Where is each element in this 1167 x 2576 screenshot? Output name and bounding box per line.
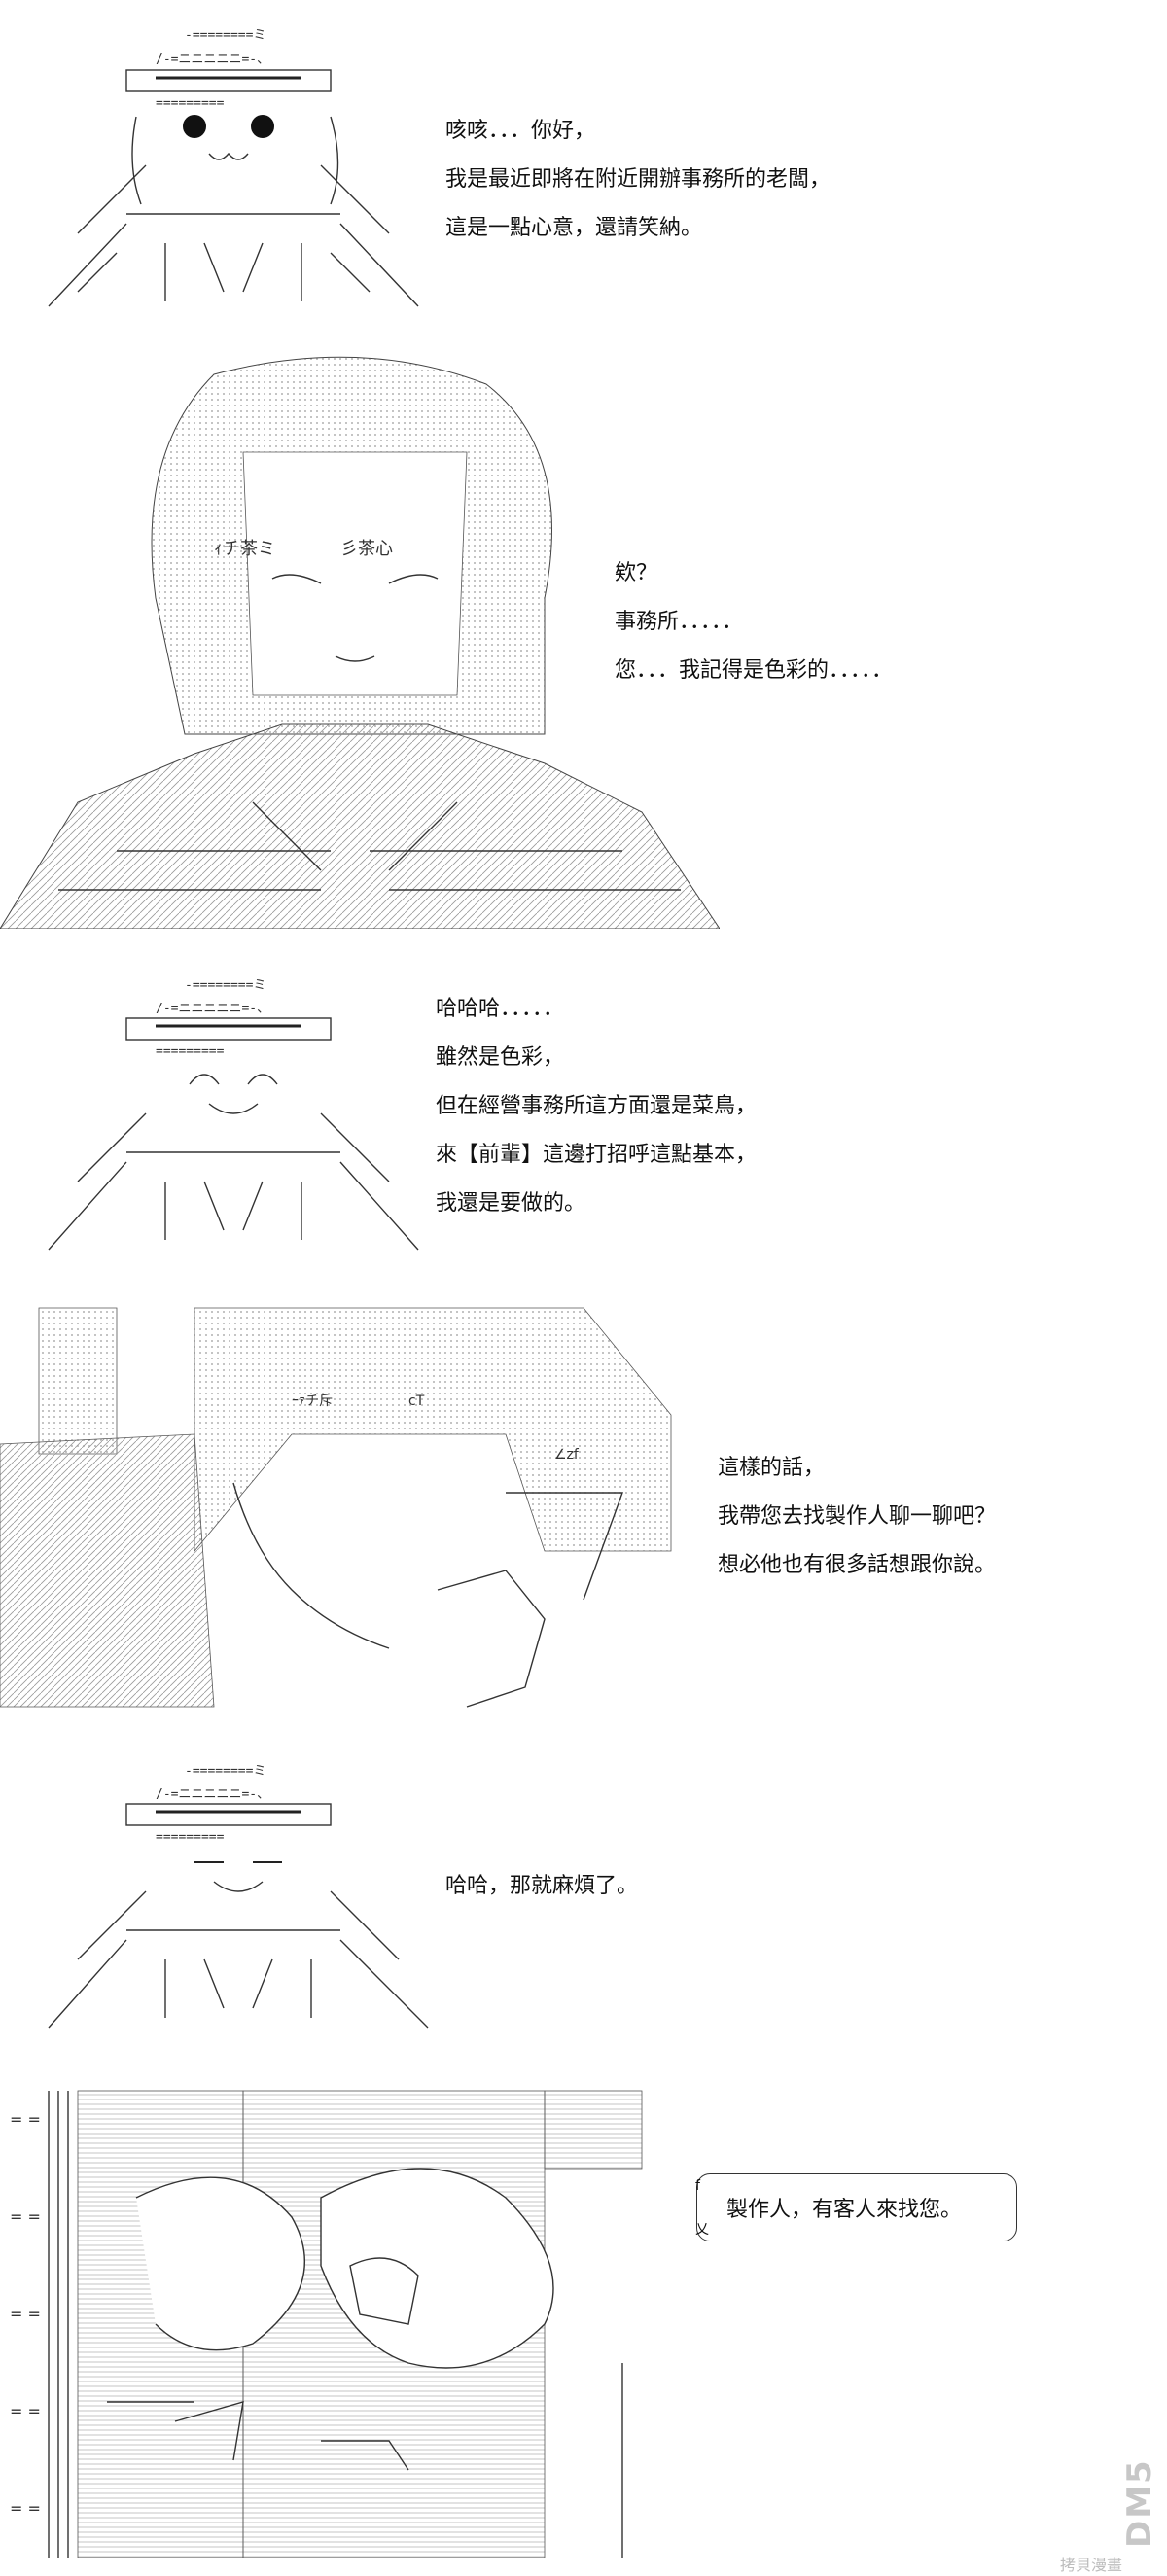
svg-text:= =: = =	[10, 2305, 41, 2323]
svg-text:= =: = =	[10, 2110, 41, 2129]
bubble-corner-x: 乂	[695, 2222, 709, 2238]
svg-text:=========: =========	[156, 1830, 225, 1845]
dialog-line: 我帶您去找製作人聊一聊吧？	[718, 1504, 997, 1529]
panel-5: -========ミ /-=ニニニニニ=-、 ========= 哈哈，那就麻煩…	[0, 1750, 1167, 2042]
svg-text:= =: = =	[10, 2402, 41, 2420]
speech-bubble: f 乂 製作人，有客人來找您。	[695, 2173, 1017, 2241]
dialog-line: 來【前輩】這邊打招呼這點基本，	[436, 1143, 758, 1167]
svg-text:-========ミ: -========ミ	[185, 978, 265, 993]
svg-text:cT: cT	[408, 1394, 425, 1409]
svg-text:= =: = =	[10, 2207, 41, 2226]
ascii-art-door-scene: = = = = = = = = = =	[0, 2071, 661, 2567]
ascii-art-hat-character-laughing: -========ミ /-=ニニニニニ=-、 =========	[39, 968, 428, 1259]
dialog-line: 這是一點心意，還請笑納。	[445, 216, 703, 240]
dialog-line: 製作人，有客人來找您。	[726, 2198, 963, 2222]
panel-3: -========ミ /-=ニニニニニ=-、 ========= 哈哈哈．．．．…	[0, 958, 1167, 1269]
watermark: DM5	[1116, 2402, 1165, 2567]
ascii-art-hat-character-smiling: -========ミ /-=ニニニニニ=-、 =========	[39, 1755, 447, 2037]
dialog-line: 但在經營事務所這方面還是菜鳥，	[436, 1094, 758, 1118]
dialog-line: 咳咳．．．你好，	[445, 119, 596, 143]
aa-hat-top: -========ミ	[185, 28, 265, 43]
svg-text:/-=ニニニニニ=-、: /-=ニニニニニ=-、	[156, 1002, 269, 1016]
dialog-line: 欸？	[615, 561, 658, 585]
panel-6: = = = = = = = = = = f 乂 製作人，有客人來找您。	[0, 2071, 1167, 2576]
dialog-panel-2: 欸？ 事務所．．．．． 您．．．我記得是色彩的．．．．．	[615, 549, 893, 695]
svg-text:= =: = =	[10, 2499, 41, 2518]
ascii-art-girl: ｨチ茶ミ 彡茶心	[0, 345, 720, 929]
dialog-panel-3: 哈哈哈．．．．． 雖然是色彩， 但在經營事務所這方面還是菜鳥， 來【前輩】這邊打…	[436, 985, 757, 1228]
dialog-line: 這樣的話，	[718, 1456, 826, 1480]
dialog-line: 哈哈哈．．．．．	[436, 997, 565, 1021]
bubble-corner-f: f	[695, 2178, 700, 2194]
panel-2: ｨチ茶ミ 彡茶心 欸？ 事務所．．．．． 您．．．我記得是色彩的．．．．．	[0, 335, 1167, 938]
dialog-line: 想必他也有很多話想跟你說。	[718, 1553, 997, 1577]
svg-text:/-=ニニニニニ=-、: /-=ニニニニニ=-、	[156, 1787, 269, 1802]
dialog-line: 事務所．．．．．	[615, 610, 744, 634]
svg-text:=========: =========	[156, 1044, 225, 1059]
svg-text:∠zf: ∠zf	[554, 1447, 580, 1463]
watermark-logo: DM5	[1120, 2458, 1159, 2548]
aa-label-cha: ｨチ茶ミ	[214, 539, 275, 559]
panel-1: -========ミ /-=ニニニニニ=-、 ========= 咳咳．．．你好…	[0, 0, 1167, 321]
svg-text:-========ミ: -========ミ	[185, 1764, 265, 1779]
ascii-art-girl-pointing: ｰｧチ斥 cT ∠zf	[0, 1298, 681, 1716]
dialog-line: 您．．．我記得是色彩的．．．．．	[615, 658, 894, 683]
ascii-art-hat-character: -========ミ /-=ニニニニニ=-、 =========	[19, 10, 428, 311]
svg-text:=========: =========	[156, 96, 225, 111]
panel-4: ｰｧチ斥 cT ∠zf 這樣的話， 我帶您去找製作人聊一聊吧？ 想必他也有很多話…	[0, 1298, 1167, 1726]
dialog-panel-1: 咳咳．．．你好， 我是最近即將在附近開辦事務所的老闆， 這是一點心意，還請笑納。	[445, 107, 831, 253]
dialog-line: 我還是要做的。	[436, 1191, 586, 1216]
svg-text:彡茶心: 彡茶心	[340, 539, 393, 559]
dialog-panel-4: 這樣的話， 我帶您去找製作人聊一聊吧？ 想必他也有很多話想跟你說。	[718, 1444, 996, 1590]
aa-hat-mid: /-=ニニニニニ=-、	[156, 53, 269, 67]
dialog-line: 我是最近即將在附近開辦事務所的老闆，	[445, 167, 831, 192]
dialog-panel-5: 哈哈，那就麻煩了。	[445, 1862, 638, 1911]
watermark-site: 拷貝漫畫	[1060, 2556, 1123, 2574]
svg-text:ｰｧチ斥: ｰｧチ斥	[292, 1394, 333, 1409]
dialog-line: 哈哈，那就麻煩了。	[445, 1874, 639, 1898]
dialog-line: 雖然是色彩，	[436, 1045, 565, 1070]
